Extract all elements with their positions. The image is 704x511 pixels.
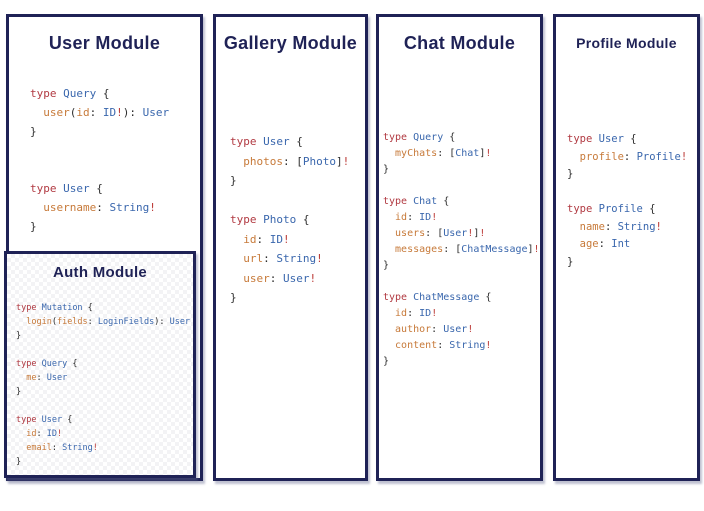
profile-module-code: type User { profile: Profile!} type Prof… — [567, 131, 687, 271]
code-line: } — [383, 260, 390, 271]
code-line: } — [383, 356, 390, 367]
code-line: users: [User!]! — [383, 228, 486, 239]
chat-module-box: Chat Module type Query { myChats: [Chat]… — [376, 14, 543, 481]
profile-module-box: Profile Module type User { profile: Prof… — [553, 14, 700, 481]
code-line: type ChatMessage { — [383, 292, 492, 303]
code-line: content: String! — [383, 340, 492, 351]
code-line: author: User! — [383, 324, 474, 335]
user-module-title: User Module — [48, 33, 161, 53]
profile-module-title: Profile Module — [576, 35, 677, 51]
code-line: photos: [Photo]! — [230, 154, 350, 168]
code-line: user: User! — [230, 271, 317, 285]
code-line: type Photo { — [230, 213, 310, 226]
code-line: } — [30, 125, 37, 138]
code-line — [16, 399, 190, 413]
code-line: } — [567, 255, 574, 268]
code-line: type Query { — [16, 359, 78, 369]
code-line: messages: [ChatMessage]! — [383, 244, 540, 255]
code-line: } — [30, 220, 37, 233]
code-line — [567, 184, 687, 202]
gallery-module-code: type User { photos: [Photo]!} type Photo… — [230, 132, 349, 308]
gallery-module-box: Gallery Module type User { photos: [Phot… — [213, 14, 368, 481]
code-line: user(id: ID!): User — [30, 106, 170, 119]
code-line — [30, 160, 169, 179]
code-line: me: User — [16, 373, 68, 383]
code-line: username: String! — [30, 201, 156, 214]
code-line: login(fields: LoginFields): User — [16, 317, 191, 327]
code-line: } — [567, 168, 574, 180]
code-line: } — [230, 174, 237, 187]
code-line: type Mutation { — [16, 303, 93, 313]
code-line — [230, 191, 349, 211]
code-line — [16, 343, 190, 357]
code-line: name: String! — [567, 220, 662, 233]
code-line: } — [383, 164, 390, 175]
code-line: type User { — [16, 415, 73, 425]
code-line: type Profile { — [567, 203, 656, 215]
code-line: id: ID! — [383, 212, 438, 223]
code-line: id: ID! — [16, 429, 63, 439]
code-line: id: ID! — [383, 308, 438, 319]
code-line: myChats: [Chat]! — [383, 148, 492, 159]
code-line: id: ID! — [230, 232, 290, 246]
code-line: } — [16, 387, 22, 397]
code-line: } — [16, 457, 22, 467]
user-module-code: type Query { user(id: ID!): User} type U… — [30, 84, 169, 236]
code-line: age: Int — [567, 238, 631, 250]
user-module-box: User Module type Query { user(id: ID!): … — [4, 14, 203, 481]
code-line: type User { — [567, 133, 637, 145]
auth-module-title: Auth Module — [52, 264, 148, 281]
gallery-module-title: Gallery Module — [223, 33, 358, 53]
chat-module-code: type Query { myChats: [Chat]!} type Chat… — [383, 130, 540, 370]
code-line: email: String! — [16, 443, 98, 453]
chat-module-title: Chat Module — [403, 33, 516, 53]
code-line: url: String! — [230, 252, 323, 265]
code-line: type Query { — [30, 87, 110, 100]
code-line: profile: Profile! — [567, 150, 688, 163]
code-line — [30, 141, 169, 160]
code-line: } — [16, 331, 22, 341]
code-line: } — [230, 291, 237, 304]
auth-module-code: type Mutation { login(fields: LoginField… — [16, 301, 190, 469]
code-line: type Query { — [383, 132, 456, 143]
auth-module-box: Auth Module type Mutation { login(fields… — [4, 251, 196, 478]
code-line — [383, 274, 540, 290]
code-line: type Chat { — [383, 196, 450, 207]
code-line — [383, 178, 540, 194]
code-line: type User { — [30, 182, 103, 195]
code-line: type User { — [230, 135, 303, 148]
